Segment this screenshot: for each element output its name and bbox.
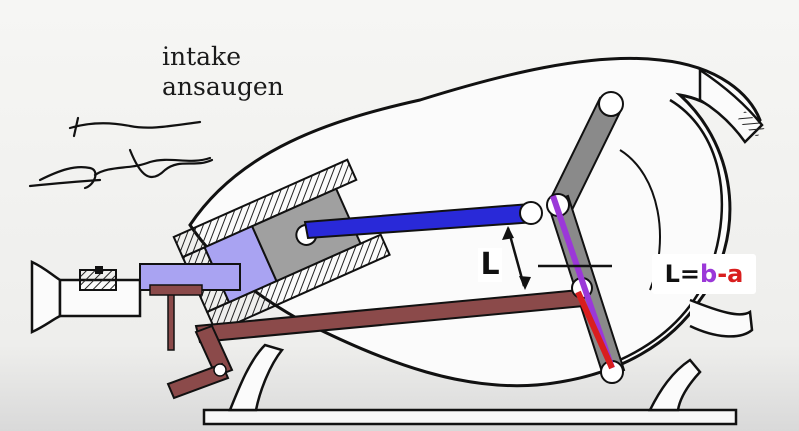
exhaust-pipe bbox=[689, 298, 754, 338]
crank-pin bbox=[213, 363, 227, 377]
crank-arm-1 bbox=[194, 324, 234, 378]
caption-line-2: ansaugen bbox=[162, 72, 284, 101]
dimension-arrow bbox=[502, 226, 531, 290]
length-label: L bbox=[478, 248, 502, 282]
caption-line-1: intake bbox=[162, 42, 241, 71]
intake-valve-cap bbox=[95, 266, 103, 274]
valve-rocker bbox=[149, 284, 203, 296]
formula-label: L=b-a bbox=[652, 254, 756, 294]
formula-lhs: L bbox=[664, 260, 680, 288]
support-leg-left bbox=[228, 343, 285, 412]
intake-trumpet bbox=[30, 260, 62, 334]
crank-arm-2 bbox=[166, 362, 230, 400]
valve-stem bbox=[167, 289, 175, 351]
upper-pivot bbox=[598, 91, 624, 117]
base-plate bbox=[202, 408, 738, 426]
support-leg-right bbox=[647, 358, 702, 412]
formula-a: a bbox=[727, 260, 744, 288]
length-a-bar bbox=[575, 290, 615, 370]
formula-minus: - bbox=[717, 260, 728, 288]
rod-joint bbox=[519, 201, 543, 225]
inventor-signature bbox=[28, 116, 214, 190]
nozzle-thread bbox=[737, 111, 765, 137]
intake-caption: intake ansaugen bbox=[162, 42, 284, 102]
formula-b: b bbox=[700, 260, 718, 288]
formula-equals: = bbox=[679, 260, 701, 288]
